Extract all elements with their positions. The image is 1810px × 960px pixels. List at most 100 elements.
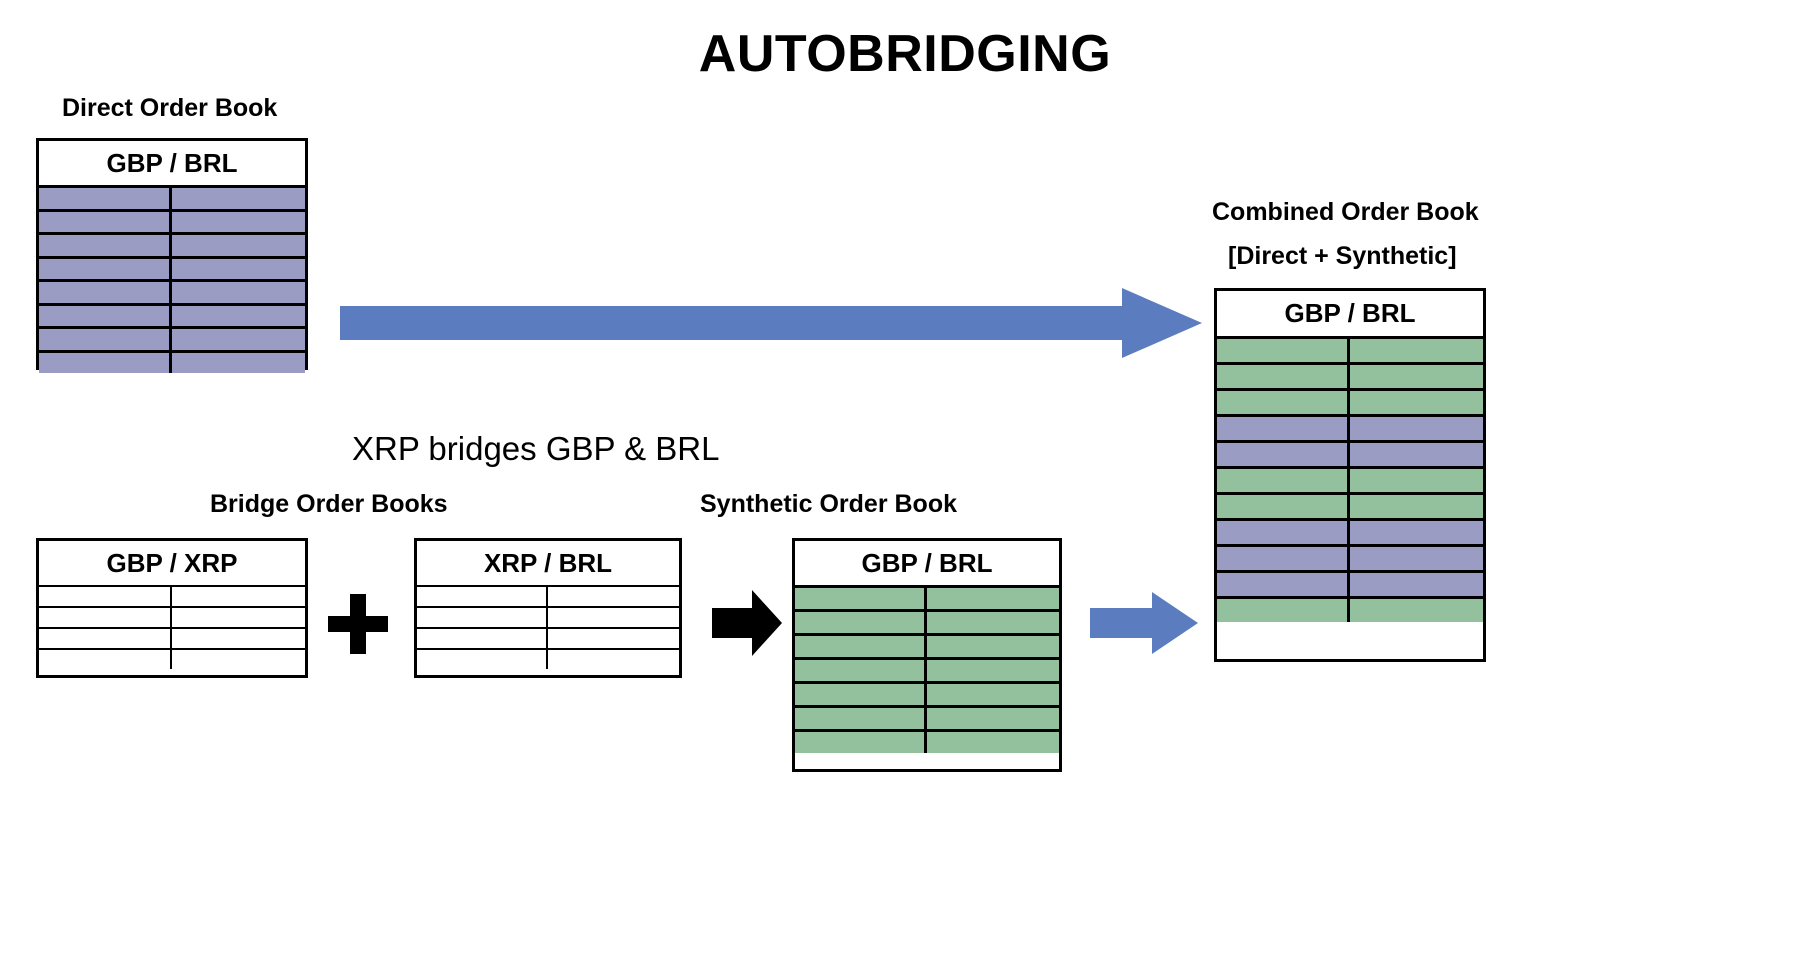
combined-book-row (1217, 362, 1483, 388)
direct-order-book-rows (39, 185, 305, 373)
bridge-book-0-row (39, 606, 305, 627)
synthetic-book-cell-left (795, 684, 927, 705)
direct-book-cell-right (172, 188, 305, 209)
synthetic-order-book-rows (795, 585, 1059, 753)
combined-book-cell-right (1350, 365, 1483, 388)
arrow-synthetic-to-combined (1090, 592, 1198, 654)
direct-order-book-caption: Direct Order Book (62, 94, 278, 122)
direct-book-cell-left (39, 188, 172, 209)
combined-book-cell-right (1350, 495, 1483, 518)
synthetic-book-cell-right (927, 708, 1059, 729)
synthetic-order-book-header: GBP / BRL (795, 541, 1059, 585)
bridge-order-book-xrp-brl: XRP / BRL (414, 538, 682, 678)
combined-book-cell-right (1350, 547, 1483, 570)
bridge-book-1-rows (417, 585, 679, 669)
direct-book-cell-right (172, 235, 305, 256)
direct-book-cell-left (39, 329, 172, 350)
bridge-book-1-cell-left (417, 650, 548, 669)
synthetic-book-cell-left (795, 588, 927, 609)
combined-book-cell-left (1217, 599, 1350, 622)
bridge-book-0-row (39, 585, 305, 606)
direct-book-cell-left (39, 305, 172, 326)
bridge-book-1-cell-right (548, 587, 679, 606)
page-title: AUTOBRIDGING (698, 25, 1112, 83)
direct-book-row (39, 326, 305, 350)
direct-book-cell-right (172, 353, 305, 374)
synthetic-book-cell-left (795, 732, 927, 753)
combined-book-cell-left (1217, 521, 1350, 544)
combined-book-cell-right (1350, 417, 1483, 440)
synthetic-book-cell-right (927, 732, 1059, 753)
combined-order-book-header: GBP / BRL (1217, 291, 1483, 336)
combined-book-cell-left (1217, 469, 1350, 492)
combined-book-cell-left (1217, 391, 1350, 414)
bridge-book-1-row (417, 606, 679, 627)
direct-book-cell-right (172, 282, 305, 303)
direct-book-row (39, 185, 305, 209)
direct-book-cell-left (39, 352, 172, 373)
synthetic-book-row (795, 585, 1059, 609)
combined-order-book-caption-line1: Combined Order Book (1212, 198, 1479, 226)
direct-book-cell-left (39, 211, 172, 232)
combined-order-book-rows (1217, 336, 1483, 622)
direct-order-book-table: GBP / BRL (36, 138, 308, 373)
combined-book-row (1217, 466, 1483, 492)
bridge-book-0-header: GBP / XRP (39, 541, 305, 585)
direct-book-cell-left (39, 235, 172, 256)
bridge-order-book-gbp-xrp: GBP / XRP (36, 538, 308, 678)
synthetic-book-row (795, 705, 1059, 729)
combined-book-cell-left (1217, 547, 1350, 570)
direct-book-cell-left (39, 258, 172, 279)
bridge-book-0-cell-left (39, 629, 172, 648)
synthetic-book-row (795, 609, 1059, 633)
direct-book-cell-right (172, 212, 305, 233)
bridge-book-1-cell-right (548, 608, 679, 627)
direct-order-book-header: GBP / BRL (39, 141, 305, 185)
combined-book-cell-right (1350, 573, 1483, 596)
synthetic-book-cell-right (927, 636, 1059, 657)
direct-book-row (39, 279, 305, 303)
bridge-book-0-cell-right (172, 650, 305, 669)
direct-book-row (39, 349, 305, 374)
combined-book-cell-right (1350, 443, 1483, 466)
bridge-book-1-row (417, 627, 679, 648)
combined-book-cell-left (1217, 495, 1350, 518)
combined-order-book-table: GBP / BRL (1214, 288, 1486, 662)
bridge-book-1-cell-right (548, 629, 679, 648)
direct-book-row (39, 255, 305, 279)
bridge-book-0-row (39, 648, 305, 669)
combined-book-cell-left (1217, 573, 1350, 596)
synthetic-book-cell-right (927, 660, 1059, 681)
arrow-direct-to-combined (340, 288, 1202, 358)
bridge-book-1-row (417, 585, 679, 606)
synthetic-book-row (795, 633, 1059, 657)
combined-book-row (1217, 388, 1483, 414)
bridge-book-0-cell-right (172, 629, 305, 648)
combined-order-book-caption-line2: [Direct + Synthetic] (1228, 242, 1457, 270)
combined-book-row (1217, 570, 1483, 596)
direct-book-row (39, 232, 305, 256)
bridge-book-0-cell-left (39, 650, 172, 669)
combined-book-row (1217, 544, 1483, 570)
bridge-section-heading: XRP bridges GBP & BRL (352, 430, 720, 467)
combined-book-row (1217, 596, 1483, 622)
synthetic-book-cell-right (927, 684, 1059, 705)
synthetic-book-cell-left (795, 612, 927, 633)
bridge-book-1-header: XRP / BRL (417, 541, 679, 585)
bridge-book-0-row (39, 627, 305, 648)
synthetic-book-cell-left (795, 660, 927, 681)
synthetic-order-book-table: GBP / BRL (792, 538, 1062, 772)
plus-icon (328, 594, 388, 659)
arrow-bridge-to-synthetic (712, 590, 782, 656)
combined-book-cell-left (1217, 443, 1350, 466)
combined-book-row (1217, 492, 1483, 518)
combined-book-row (1217, 440, 1483, 466)
combined-book-row (1217, 336, 1483, 362)
bridge-book-0-rows (39, 585, 305, 669)
bridge-order-books-caption: Bridge Order Books (210, 490, 448, 518)
combined-book-cell-left (1217, 339, 1350, 362)
synthetic-book-cell-right (927, 588, 1059, 609)
direct-book-cell-right (172, 306, 305, 327)
synthetic-book-row (795, 681, 1059, 705)
